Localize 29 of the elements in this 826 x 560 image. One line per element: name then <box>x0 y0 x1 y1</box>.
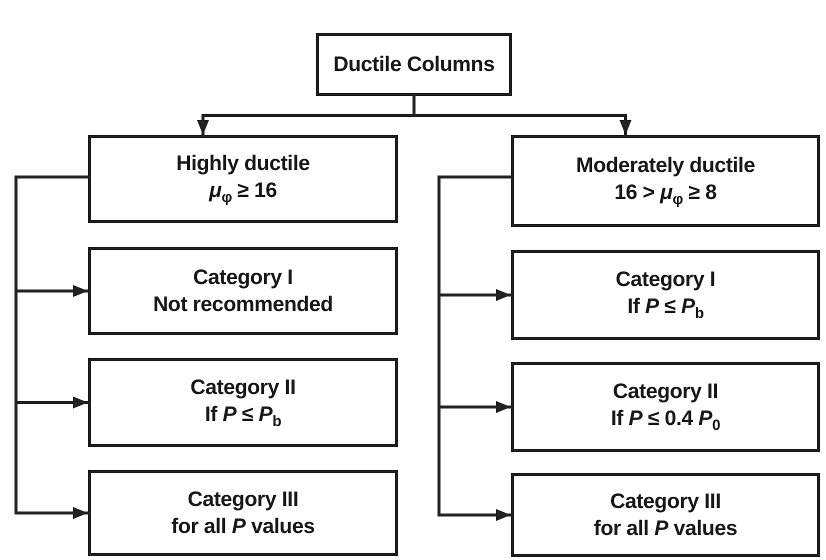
box-heading: Category II <box>190 374 296 400</box>
box-heading: Category I <box>616 267 716 293</box>
process-box <box>88 358 398 447</box>
process-box <box>511 473 820 557</box>
box-text: If P ≤ P$_{b}$ <box>627 294 704 324</box>
box-text: If P ≤ P$_{b}$ <box>204 402 282 432</box>
process-box <box>88 470 398 556</box>
process-box <box>316 33 512 96</box>
box-heading: Category III <box>610 488 721 515</box>
box-heading: Moderately ductile <box>576 153 755 179</box>
process-box <box>88 135 398 223</box>
box-text: μ$_{φ}$ ≥ 16 <box>209 178 277 208</box>
connector-arrow <box>412 96 632 135</box>
box-heading: Ductile Columns <box>333 52 495 78</box>
box-heading: Highly ductile <box>176 151 310 177</box>
connector-arrow <box>14 176 88 519</box>
box-heading: Category II <box>612 379 718 405</box>
box-text: for all P values <box>594 516 738 542</box>
box-text: for all P values <box>171 514 315 540</box>
process-box <box>511 362 820 452</box>
process-box <box>511 250 820 340</box>
box-heading: Category III <box>188 486 298 513</box>
process-box <box>88 247 398 335</box>
box-text: Not recommended <box>153 292 333 318</box>
box-text: 16 > μ$_{φ}$ ≥ 8 <box>614 180 717 210</box>
box-text: If P ≤ 0.4 P$_{0}$ <box>610 406 720 436</box>
box-heading: Category I <box>193 264 293 291</box>
process-box <box>511 135 820 227</box>
connector-arrow <box>438 176 511 521</box>
